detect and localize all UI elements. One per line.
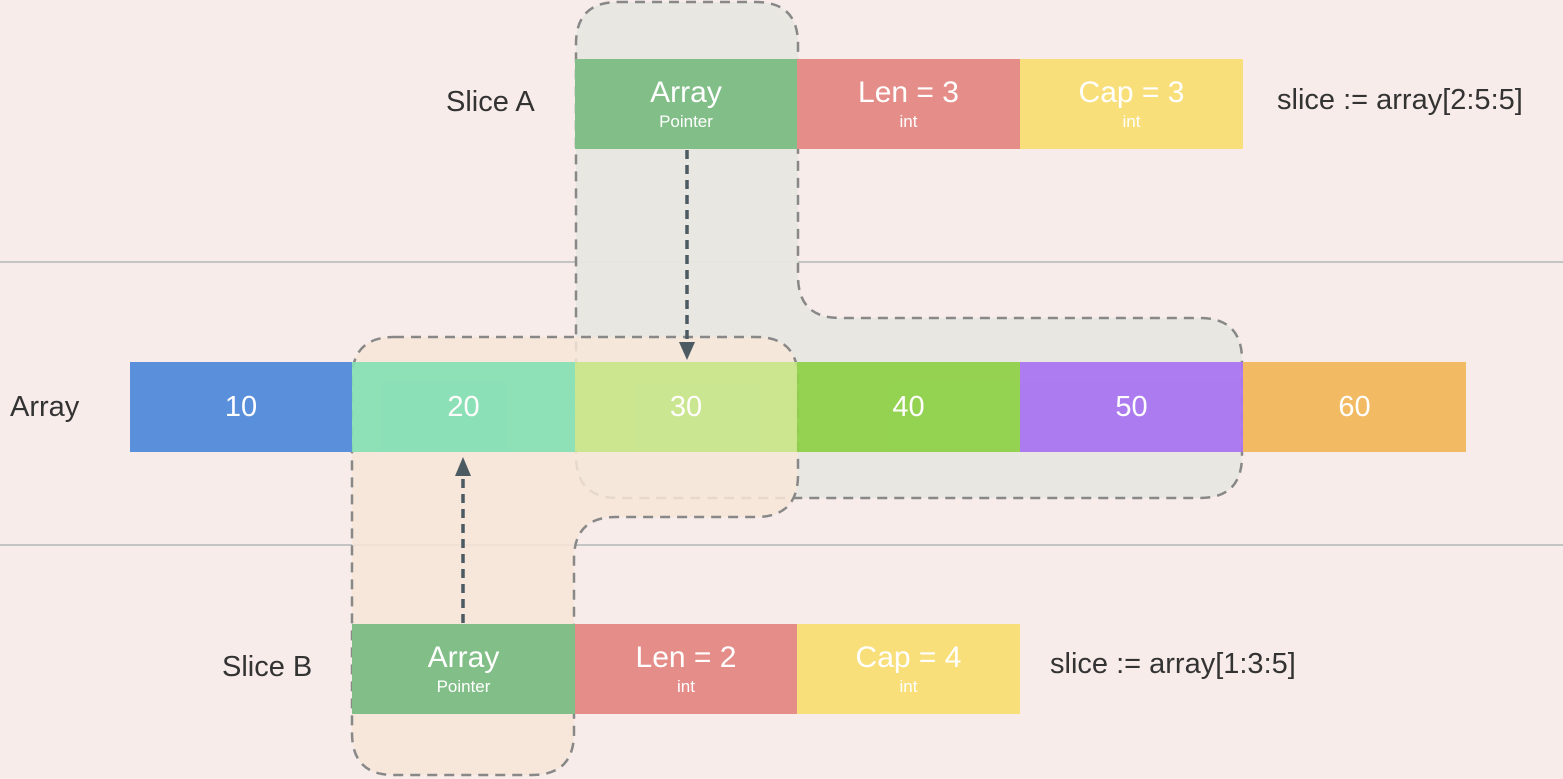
array-cell-4: 50 [1020,362,1243,452]
slice-b-len-sub: int [677,677,695,696]
slice-b-len-cell: Len = 2 int [575,624,797,714]
slice-b-pointer-sub: Pointer [436,677,491,696]
slice-b-expression: slice := array[1:3:5] [1050,648,1296,680]
slice-a-len-sub: int [899,112,918,131]
slice-a-label: Slice A [446,86,535,118]
slice-b-len-title: Len = 2 [635,641,737,674]
array-cell-1: 20 [352,362,575,452]
slice-a-cap-sub: int [1122,112,1141,131]
slice-a-pointer-arrow-head [679,342,695,360]
slice-b-label: Slice B [222,651,313,683]
slice-a-expression: slice := array[2:5:5] [1277,84,1523,116]
array-cell-3: 40 [797,362,1020,452]
slice-b-pointer-arrow-head [455,457,471,476]
slice-a-len-title: Len = 3 [858,76,959,109]
slice-b-cap-cell: Cap = 4 int [797,624,1020,714]
slice-b-cap-title: Cap = 4 [855,641,962,674]
slice-b-pointer-title: Array [427,641,500,674]
slice-a-cap-cell: Cap = 3 int [1020,59,1243,149]
slice-a-pointer-title: Array [650,76,722,109]
array-label: Array [10,391,80,423]
array-cell-0: 10 [130,362,352,452]
slice-b-pointer-cell: Array Pointer [352,624,575,714]
array-cell-5: 60 [1243,362,1466,452]
slice-a-cap-title: Cap = 3 [1078,76,1185,109]
slice-a-pointer-sub: Pointer [659,112,713,131]
slice-a-pointer-cell: Array Pointer [575,59,797,149]
slice-a-len-cell: Len = 3 int [797,59,1020,149]
slice-b-cap-sub: int [899,677,918,696]
array-cell-2: 30 [575,362,797,452]
